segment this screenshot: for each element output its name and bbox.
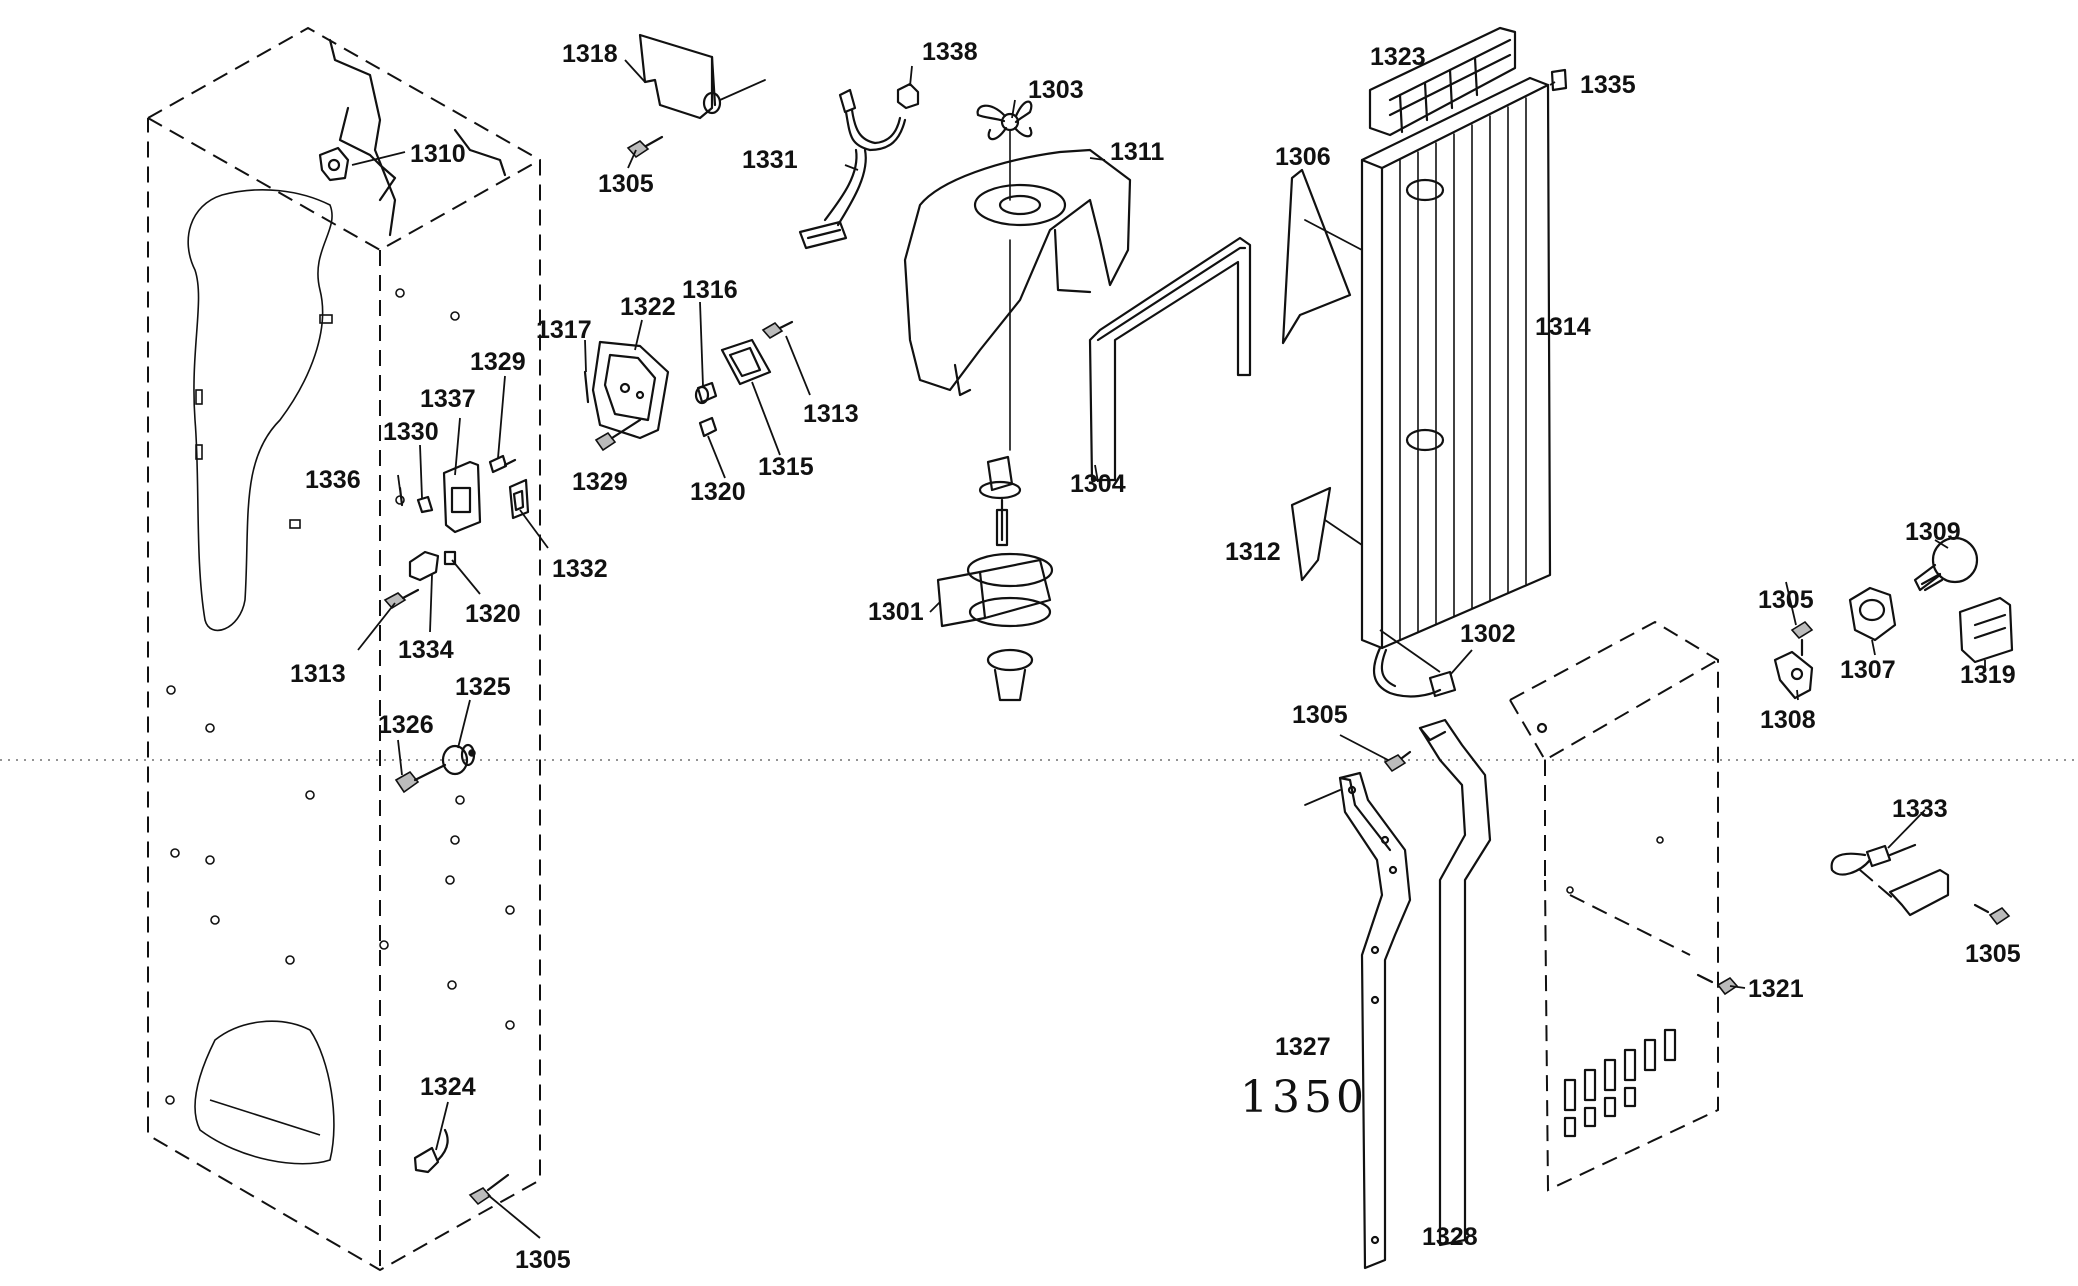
part-1330 (416, 495, 434, 514)
label-1333: 1333 (1892, 795, 1948, 823)
part-1338 (896, 82, 920, 110)
part-1328-channel (1418, 718, 1492, 1247)
part-1303-fan-blade (976, 100, 1033, 201)
cabinet-liner (147, 26, 541, 1272)
part-1307 (1848, 586, 1897, 642)
part-1315 (720, 338, 772, 386)
part-1305-screw-top (626, 135, 664, 159)
label-1305-top: 1305 (598, 170, 654, 198)
label-1336: 1336 (305, 466, 361, 494)
label-1319: 1319 (1960, 661, 2016, 689)
label-1328: 1328 (1422, 1223, 1478, 1251)
label-1337: 1337 (420, 385, 476, 413)
label-1318: 1318 (562, 40, 618, 68)
part-1313-screw-center (761, 320, 794, 340)
part-1310 (318, 146, 350, 182)
label-1326: 1326 (378, 711, 434, 739)
label-1301: 1301 (868, 598, 924, 626)
label-1313-left: 1313 (290, 660, 346, 688)
part-1313-screw-left (383, 588, 420, 610)
part-1317 (583, 370, 590, 404)
label-1334: 1334 (398, 636, 454, 664)
handwritten-note: 1350 (1240, 1072, 1368, 1123)
label-1316: 1316 (682, 276, 738, 304)
part-1322-damper-cover (591, 340, 670, 440)
label-1305-right: 1305 (1758, 586, 1814, 614)
label-1305-bottom: 1305 (515, 1246, 571, 1274)
part-1305-screw-mid (1383, 750, 1412, 773)
label-1309: 1309 (1905, 518, 1961, 546)
part-1337 (442, 460, 482, 534)
part-1329-screw-center (594, 418, 642, 452)
label-1308: 1308 (1760, 706, 1816, 734)
part-1320-left (443, 550, 457, 566)
part-1320-center (698, 416, 718, 438)
part-1321-panel (1509, 620, 1719, 1192)
label-1307: 1307 (1840, 656, 1896, 684)
part-1326 (394, 763, 447, 794)
part-1305-screw-far-right (1973, 903, 2011, 926)
part-1329-screw-left (488, 454, 517, 474)
part-1311-fan-shroud (903, 148, 1132, 451)
part-1323-grille (1368, 26, 1517, 137)
label-1320-center: 1320 (690, 478, 746, 506)
part-1302-harness (1372, 646, 1457, 698)
part-1336 (398, 486, 404, 507)
label-1313-center: 1313 (803, 400, 859, 428)
part-1331-harness (798, 88, 907, 250)
label-1324: 1324 (420, 1073, 476, 1101)
label-1323: 1323 (1370, 43, 1426, 71)
part-1319 (1958, 596, 2014, 664)
part-1335 (1550, 68, 1568, 92)
label-1321: 1321 (1748, 975, 1804, 1003)
part-1305-screw-right (1790, 620, 1814, 657)
label-1310: 1310 (410, 140, 466, 168)
label-1329-left: 1329 (470, 348, 526, 376)
part-1312 (1290, 486, 1363, 582)
part-1325 (441, 743, 476, 776)
label-1305-far-right: 1305 (1965, 940, 2021, 968)
part-1309-bulb (1913, 536, 1979, 592)
part-1333-harness (1830, 843, 1950, 917)
label-1303: 1303 (1028, 76, 1084, 104)
label-1312: 1312 (1225, 538, 1281, 566)
label-1322: 1322 (620, 293, 676, 321)
label-1331: 1331 (742, 146, 798, 174)
label-1306: 1306 (1275, 143, 1331, 171)
label-1314: 1314 (1535, 313, 1591, 341)
label-1325: 1325 (455, 673, 511, 701)
part-1324 (413, 1128, 449, 1174)
part-labels: 1310 1336 1330 1337 1329 1332 1320 1334 … (290, 38, 2021, 1274)
label-1329-center: 1329 (572, 468, 628, 496)
part-1314-evaporator (1360, 76, 1552, 650)
part-1327-channel (1304, 771, 1412, 1270)
part-1316 (694, 381, 718, 405)
part-1308 (1773, 650, 1814, 700)
part-1301-fan-motor (936, 455, 1054, 702)
part-1306 (1281, 168, 1363, 345)
part-1318-bracket (638, 33, 766, 120)
leader-lines (351, 59, 1986, 1239)
label-1311: 1311 (1110, 138, 1164, 166)
label-1305-mid: 1305 (1292, 701, 1348, 729)
label-1304: 1304 (1070, 470, 1126, 498)
label-1330: 1330 (383, 418, 439, 446)
label-1338: 1338 (922, 38, 978, 66)
part-1332 (508, 478, 530, 520)
part-1304-seal (1088, 236, 1252, 482)
label-1335: 1335 (1580, 71, 1636, 99)
part-1334 (408, 550, 440, 582)
label-1320-left: 1320 (465, 600, 521, 628)
part-1321-screw (1696, 973, 1739, 996)
label-1302: 1302 (1460, 620, 1516, 648)
label-1315: 1315 (758, 453, 814, 481)
label-1327: 1327 (1275, 1033, 1331, 1061)
label-1332: 1332 (552, 555, 608, 583)
part-1305-screw-bottom (468, 1173, 510, 1206)
label-1317: 1317 (536, 316, 592, 344)
